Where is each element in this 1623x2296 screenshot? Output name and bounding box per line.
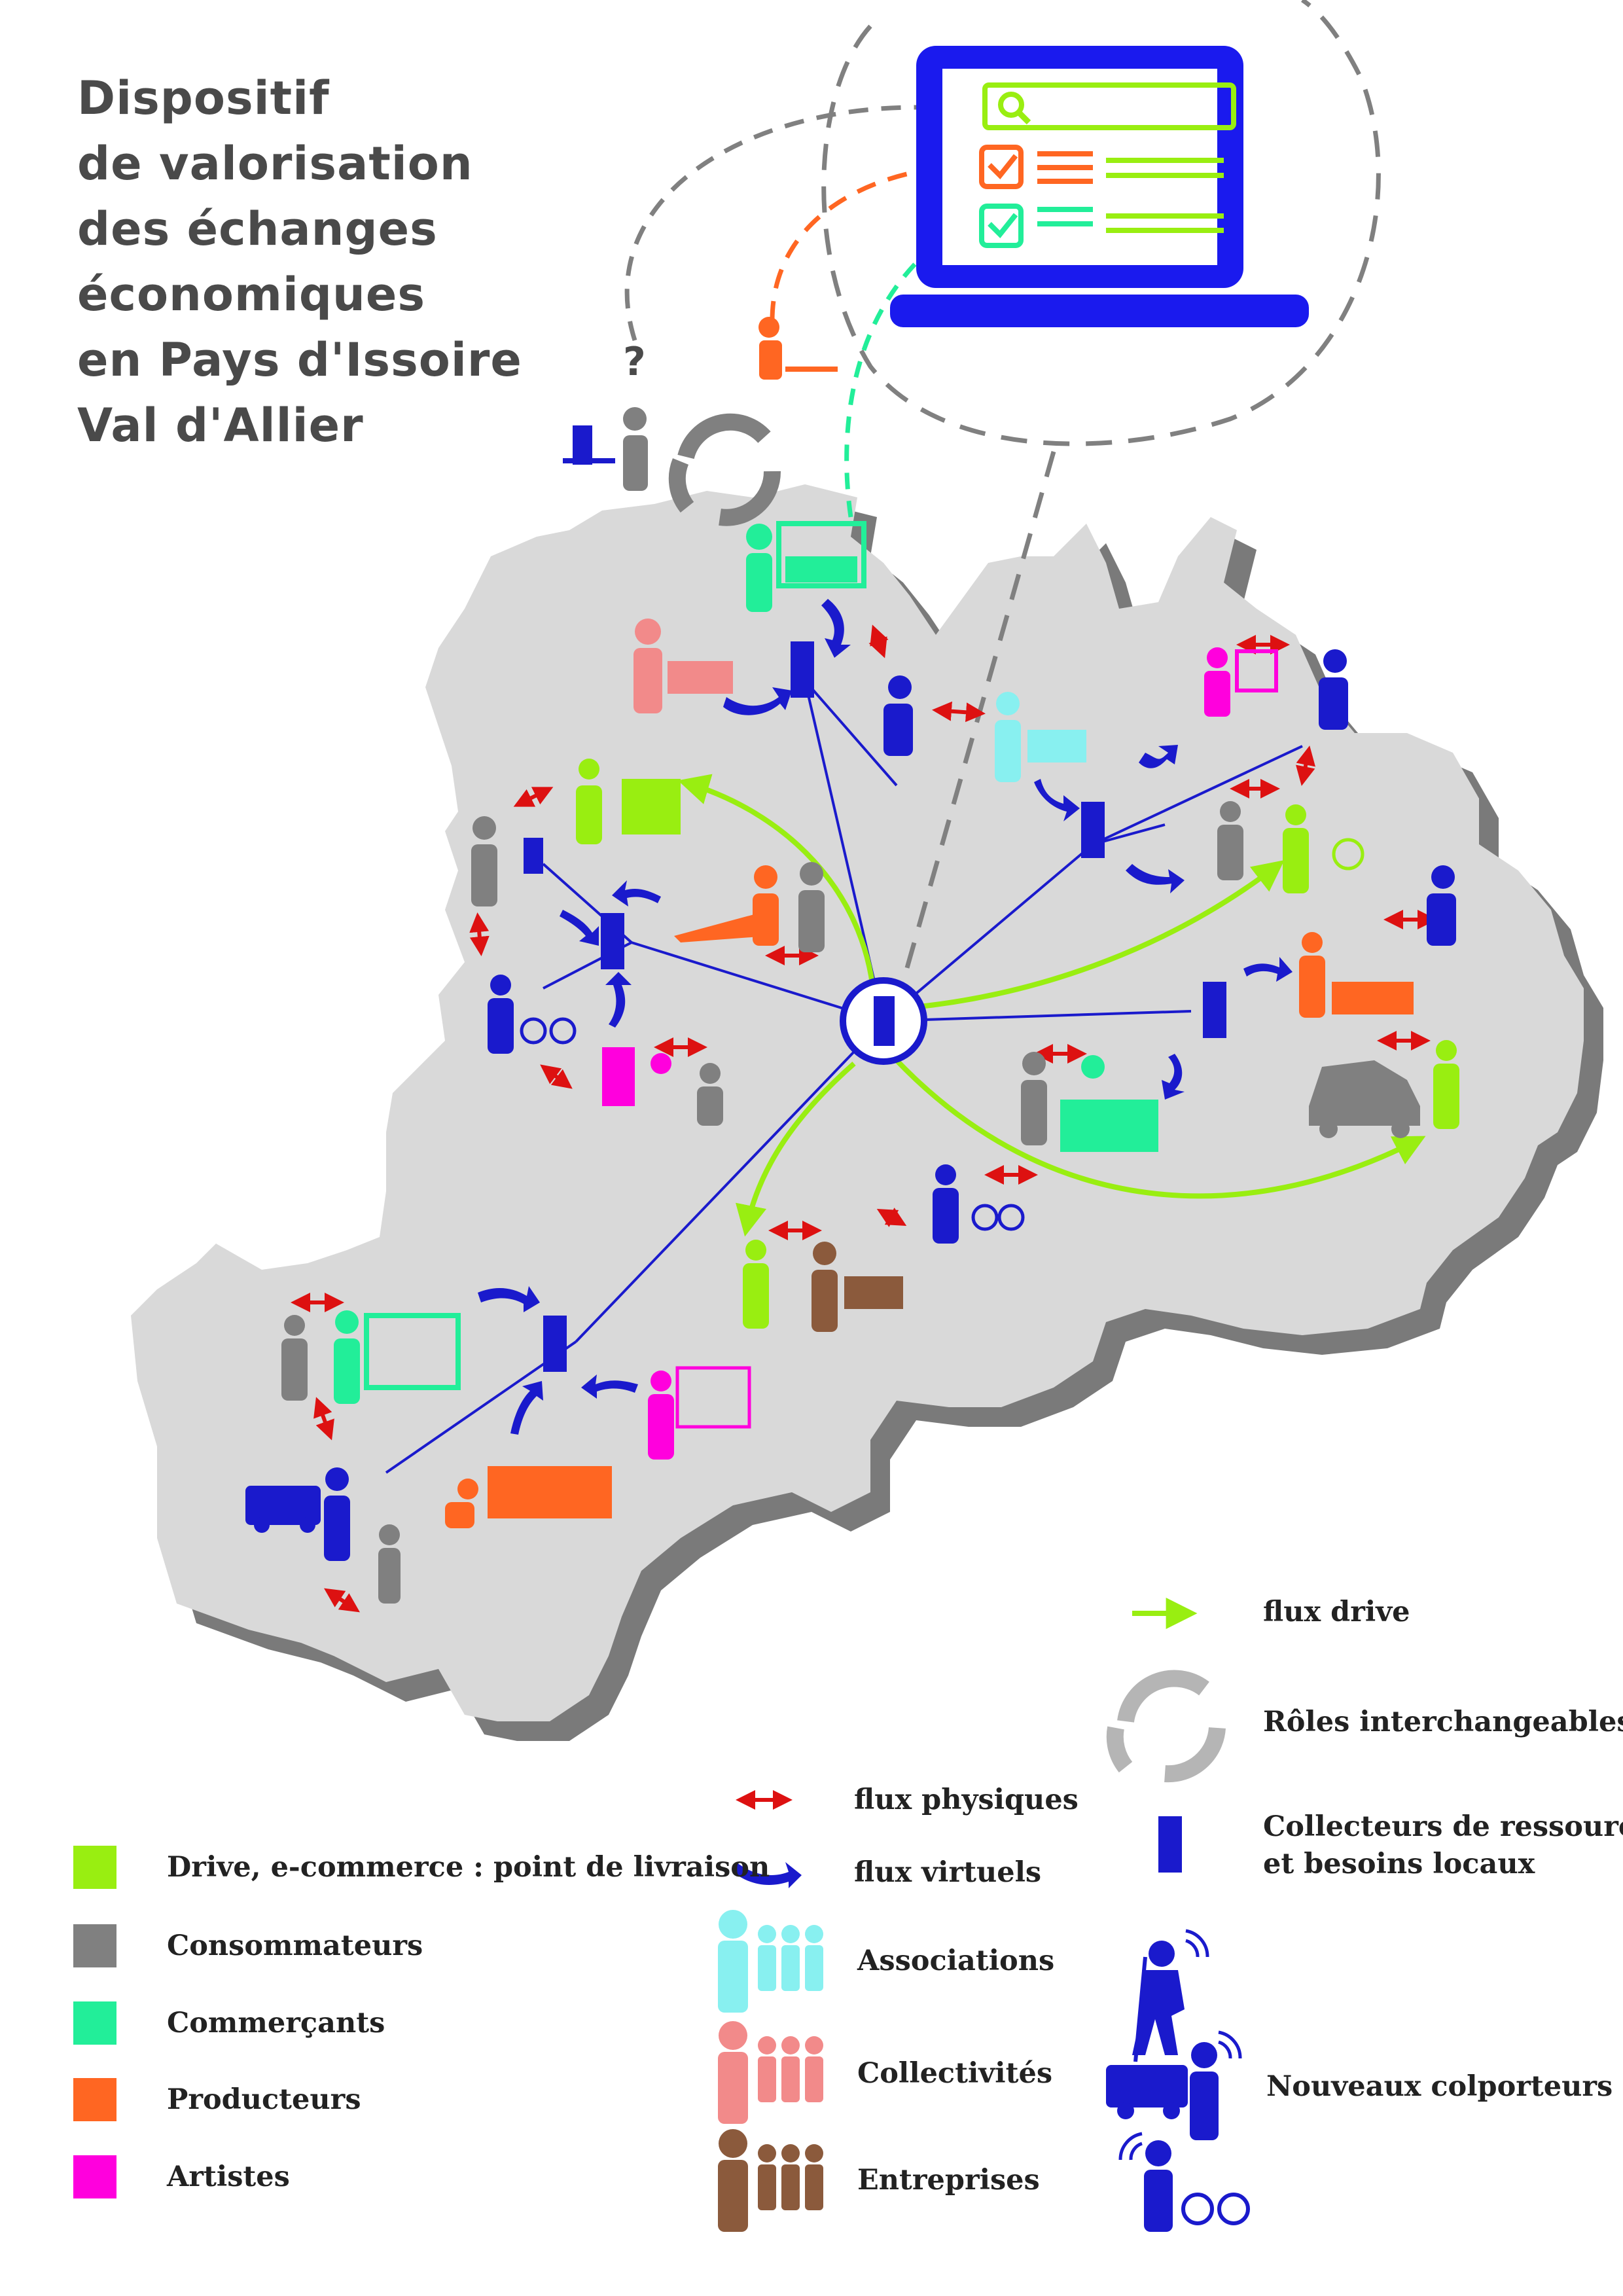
group-icon [718,1910,823,2013]
legend-label-collecteurs-line2: et besoins locaux [1263,1848,1535,1880]
dashed-link-consumer [624,105,943,342]
title-line: de valorisation [77,137,473,190]
legend-label-flux-physiques: flux physiques [854,1784,1079,1816]
virtual-arrows [478,599,1293,1435]
legend-swatch-drive [73,1846,116,1889]
legend-label-flux-drive: flux drive [1263,1596,1410,1628]
wifi-icon [1118,1929,1242,2161]
van-icon [1106,2042,1219,2140]
title-line: en Pays d'Issoire [77,333,522,387]
map-actors [245,317,1459,1604]
title-line: Val d'Allier [77,399,364,452]
physical-arrows [291,624,1437,1613]
legend-label-collecteurs-line1: Collecteurs de ressources [1263,1810,1623,1843]
hiker-icon [1132,1941,1185,2062]
legend-label-artistes: Artistes [167,2161,290,2193]
territory-fill [131,484,1584,1721]
legend-label-drive: Drive, e-commerce : point de livraison [167,1851,770,1884]
server-icon [543,641,1226,1372]
legend-label-colporteurs: Nouveaux colporteurs [1266,2070,1613,2103]
cycle-arrows-icon [1106,1670,1226,1783]
legend-label-roles: Rôles interchangeables [1263,1706,1623,1738]
search-bar [982,82,1236,130]
question-mark: ? [623,339,646,385]
legend-swatch-artistes [73,2155,116,2198]
cycle-arrows-icon [668,413,781,526]
legend-label-flux-virtuels: flux virtuels [854,1856,1042,1889]
group-icon [718,2129,823,2232]
dashed-link-merchant [844,224,963,518]
legend-label-commercants: Commerçants [167,2007,385,2039]
title-line: Dispositif [77,71,330,125]
server-icon [1158,1816,1182,1873]
title-line: économiques [77,268,426,321]
legend-label-associations: Associations [857,1945,1055,1977]
legend-virtual-arrow [733,1862,802,1888]
legend-swatch-commercants [73,2001,116,2045]
central-hub-server [840,977,927,1065]
diagram-title: Dispositif de valorisation des échanges … [77,65,522,458]
legend-label-consommateurs: Consommateurs [167,1929,423,1962]
legend-label-collectivites: Collectivités [857,2057,1053,2090]
checkbox-icon [979,204,1224,248]
bicycle-icon [1144,2140,1250,2232]
group-icon [718,2021,823,2124]
legend-swatch-producteurs [73,2078,116,2121]
dashed-link-producer [770,164,950,321]
legend-label-producteurs: Producteurs [167,2083,361,2116]
checkbox-icon [979,145,1224,189]
drive-flows [677,774,1426,1237]
legend-swatch-consommateurs [73,1924,116,1967]
search-icon [998,92,1031,125]
title-line: des échanges [77,202,438,256]
legend-label-entreprises: Entreprises [857,2164,1040,2197]
laptop-icon [890,46,1309,327]
